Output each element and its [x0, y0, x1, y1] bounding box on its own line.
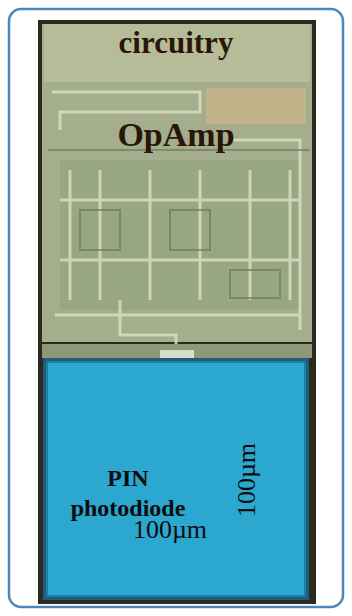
device-label: PIN photodiode	[62, 463, 194, 523]
dimension-label: 100µm	[234, 443, 260, 517]
dimension-label: 100µm	[133, 517, 207, 543]
region-label: circuitry	[119, 27, 234, 58]
photodiode-area: PIN photodiode	[46, 361, 306, 597]
region-label: OpAmp	[117, 118, 234, 152]
